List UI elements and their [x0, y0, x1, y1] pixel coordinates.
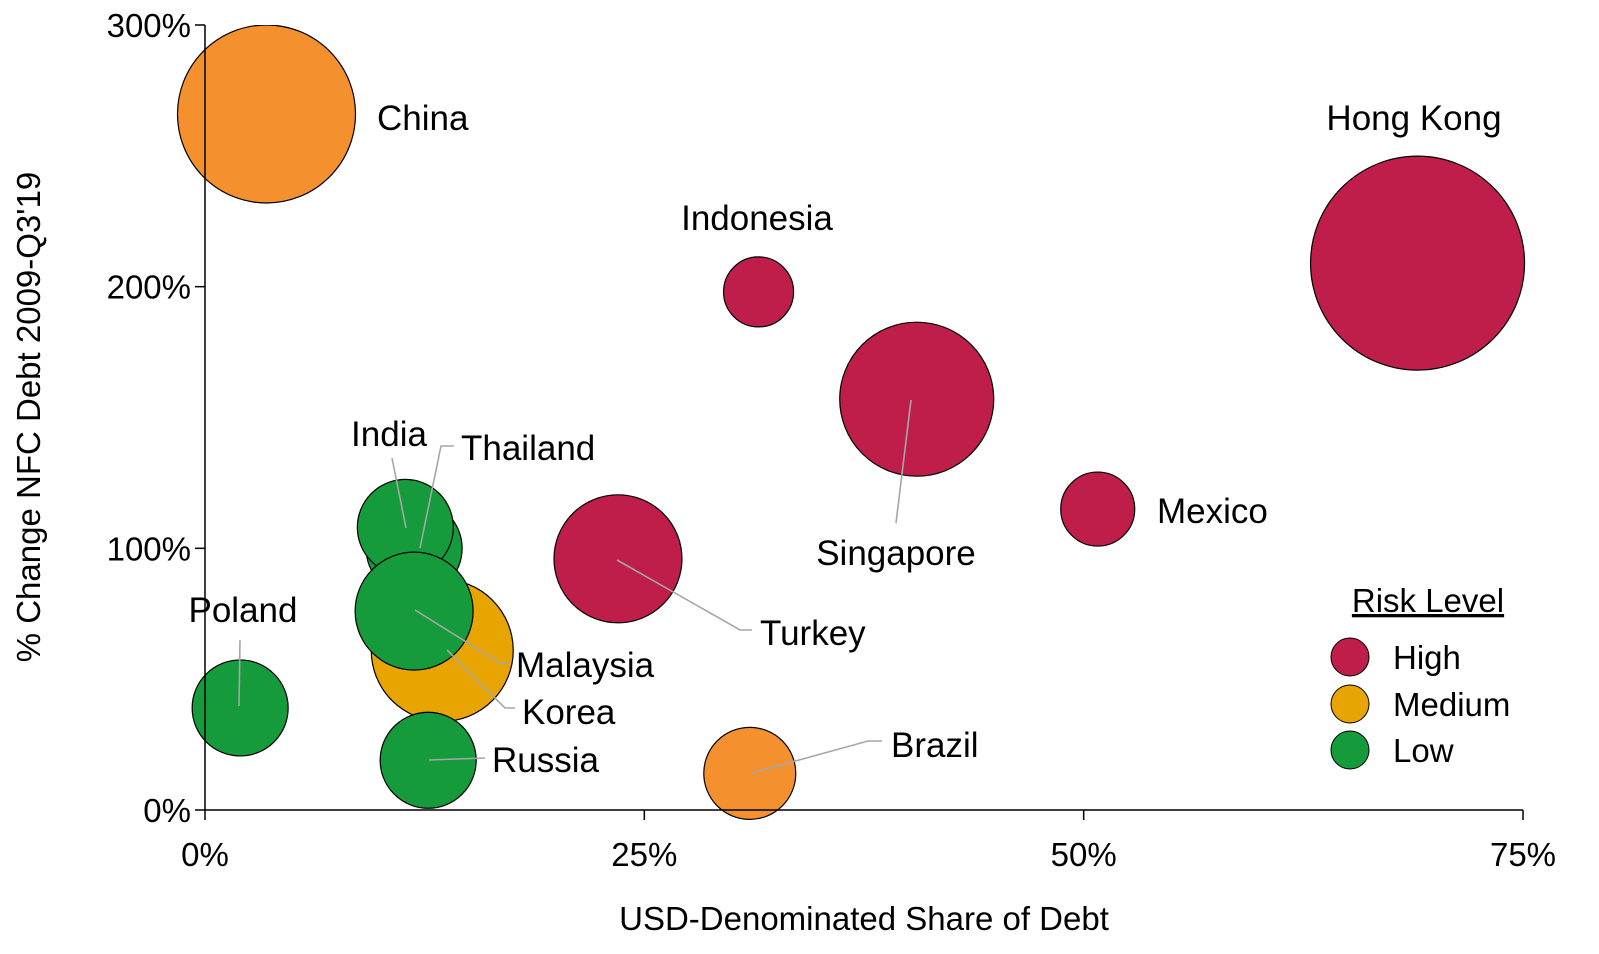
x-tick-label: 25% [611, 836, 677, 873]
leader-line-turkey [616, 559, 752, 631]
legend-label-low: Low [1393, 732, 1454, 769]
leader-line-malaysia [414, 609, 510, 664]
legend-swatch-high [1330, 637, 1370, 677]
bubble-brazil [703, 726, 797, 820]
x-axis-title: USD-Denominated Share of Debt [619, 900, 1109, 937]
leader-line-korea [446, 649, 515, 709]
point-label-russia: Russia [492, 741, 600, 780]
point-label-korea: Korea [522, 693, 616, 732]
point-label-mexico: Mexico [1157, 492, 1268, 531]
bubble-russia [379, 711, 477, 809]
legend-swatch-low [1330, 730, 1370, 770]
y-tick-label: 0% [143, 792, 191, 829]
point-label-brazil: Brazil [891, 726, 979, 765]
leader-line-india [391, 457, 407, 529]
x-tick-label: 75% [1490, 836, 1556, 873]
bubble-turkey [553, 494, 683, 624]
point-label-thailand: Thailand [461, 429, 595, 468]
y-tick-label: 300% [107, 7, 191, 44]
legend-label-high: High [1393, 639, 1461, 676]
point-label-hong-kong: Hong Kong [1326, 99, 1501, 138]
legend-title: Risk Level [1352, 582, 1504, 619]
point-label-india: India [351, 415, 427, 454]
y-tick-label: 100% [107, 530, 191, 567]
legend: Risk Level High Medium Low [1330, 582, 1510, 770]
leader-line-singapore [895, 399, 912, 524]
legend-item-low: Low [1330, 730, 1454, 770]
point-label-poland: Poland [189, 591, 298, 630]
leader-lines-group [238, 399, 912, 774]
bubble-china [176, 25, 357, 204]
bubble-mexico [1060, 471, 1136, 547]
legend-item-high: High [1330, 637, 1461, 677]
bubble-korea [354, 551, 474, 671]
legend-swatch-medium [1330, 684, 1370, 724]
bubble-singapore [839, 321, 995, 477]
point-label-indonesia: Indonesia [681, 199, 833, 238]
legend-label-medium: Medium [1393, 686, 1510, 723]
axes-group [204, 25, 1523, 811]
x-tick-label: 50% [1051, 836, 1117, 873]
leader-line-russia [428, 757, 486, 761]
leader-line-brazil [751, 740, 882, 774]
point-label-turkey: Turkey [760, 614, 866, 653]
legend-item-medium: Medium [1330, 684, 1510, 724]
leader-line-poland [238, 639, 241, 707]
leader-line-thailand [419, 445, 454, 549]
point-label-malaysia: Malaysia [516, 646, 655, 685]
point-label-singapore: Singapore [816, 534, 976, 573]
y-tick-label: 200% [107, 269, 191, 306]
bubble-indonesia [722, 256, 795, 328]
bubble-hong-kong [1309, 155, 1526, 371]
point-label-china: China [377, 99, 469, 138]
y-axis-title: % Change NFC Debt 2009-Q3'19 [10, 172, 47, 663]
x-tick-label: 0% [181, 836, 229, 873]
ticks-group: 0% 25% 50% 75% 0% 100% 200% 300% [107, 7, 1556, 873]
